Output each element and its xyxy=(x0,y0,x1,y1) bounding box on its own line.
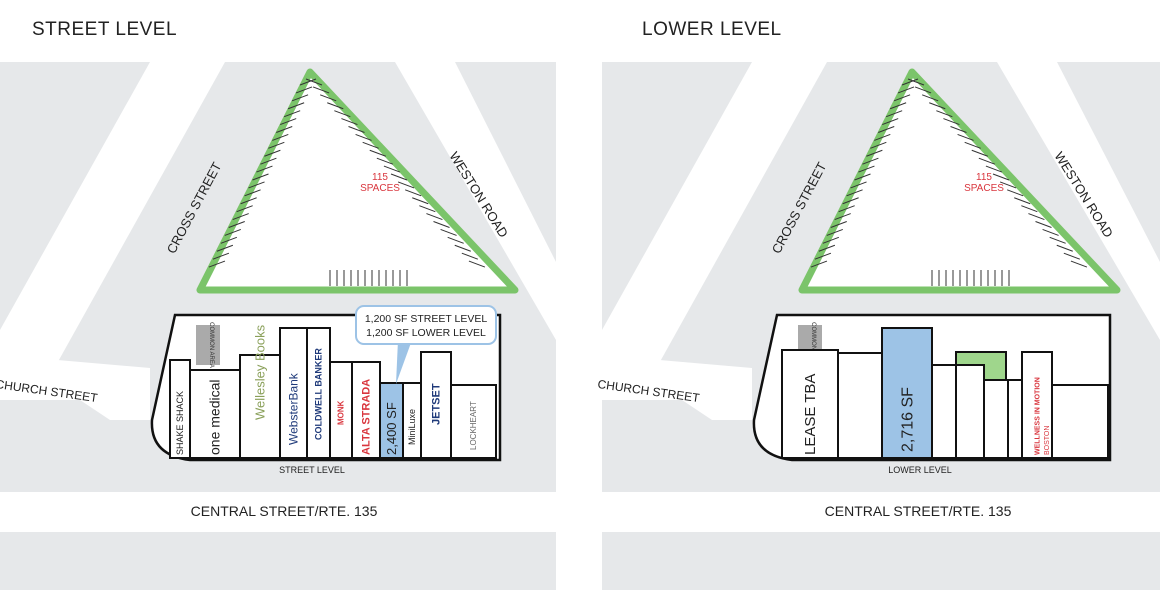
parking-lot xyxy=(196,68,519,294)
parking-label: SPACES xyxy=(964,183,1004,194)
store-wellesley-books-label: Wellesley Books xyxy=(252,324,267,420)
parking-stalls xyxy=(208,78,486,286)
store-jetset-label: JETSET xyxy=(431,383,443,425)
store-unit[interactable] xyxy=(983,379,1009,459)
store-one-medical[interactable] xyxy=(189,369,241,459)
store-unit[interactable] xyxy=(931,364,957,459)
store-shake-shack-label: SHAKE SHACK xyxy=(175,391,185,455)
weston-road-road xyxy=(997,62,1160,340)
store-unit[interactable] xyxy=(1051,384,1109,459)
parking-stalls xyxy=(810,78,1088,286)
store-webster-bank-label: WebsterBank xyxy=(287,372,301,445)
street-level-title: STREET LEVEL xyxy=(32,19,178,40)
cross-street-road xyxy=(0,62,225,385)
common-area-label: COMMON AREA xyxy=(208,322,214,368)
callout-line-1: 1,200 SF STREET LEVEL xyxy=(365,313,488,325)
callout-line-2: 1,200 SF LOWER LEVEL xyxy=(366,327,486,339)
street-level-map: 115 SPACES CROSS STREET WESTON ROAD CHUR… xyxy=(0,62,556,590)
store-wellness-in-motion[interactable] xyxy=(1021,351,1053,459)
store-unit[interactable] xyxy=(1007,379,1023,459)
level-label: STREET LEVEL xyxy=(279,465,345,475)
common-area-label: COMMON AREA xyxy=(810,322,816,368)
lower-level-map: 115 SPACES CROSS STREET WESTON ROAD CHUR… xyxy=(597,62,1160,590)
parking-label: SPACES xyxy=(360,183,400,194)
store-lease-tba[interactable] xyxy=(781,349,839,459)
parking-count: 115 xyxy=(976,172,992,183)
wellness-boston-label: BOSTON xyxy=(1044,426,1051,455)
weston-road-road xyxy=(395,62,556,340)
store-webster-bank[interactable] xyxy=(279,327,308,459)
central-street-road xyxy=(0,492,556,532)
store-jetset[interactable] xyxy=(420,351,452,459)
parking-count: 115 xyxy=(372,172,388,183)
store-alta-strada-label: ALTA STRADA xyxy=(361,379,373,455)
available-unit-2400sf-label: 2,400 SF xyxy=(384,402,399,455)
cross-street-road xyxy=(602,62,827,385)
store-lockheart-label: LOCKHEART xyxy=(469,401,478,450)
lower-level-title: LOWER LEVEL xyxy=(642,19,782,40)
common-area xyxy=(196,325,220,365)
central-street-label: CENTRAL STREET/RTE. 135 xyxy=(825,503,1012,519)
store-monk-label: MONK xyxy=(337,400,346,425)
church-street-road xyxy=(0,355,150,420)
store-unit[interactable] xyxy=(955,364,985,459)
store-one-medical-label: one medical xyxy=(207,380,223,456)
level-label: LOWER LEVEL xyxy=(888,465,952,475)
store-unit[interactable] xyxy=(837,352,883,459)
central-street-label: CENTRAL STREET/RTE. 135 xyxy=(191,503,378,519)
callout: 1,200 SF STREET LEVEL 1,200 SF LOWER LEV… xyxy=(355,305,497,384)
store-lockheart[interactable] xyxy=(450,384,497,459)
store-miniluxe-label: MiniLuxe xyxy=(407,409,417,445)
parking-lot xyxy=(798,68,1121,294)
store-coldwell-banker-label: COLDWELL BANKER xyxy=(314,348,324,440)
central-street-road xyxy=(602,492,1160,532)
available-unit-2716sf[interactable] xyxy=(881,327,933,459)
church-street-road xyxy=(602,355,752,420)
store-wellness-in-motion-label: WELLNESS IN MOTION xyxy=(1034,377,1041,455)
available-unit-2716sf-label: 2,716 SF xyxy=(899,387,916,452)
store-lease-tba-label: LEASE TBA xyxy=(802,374,819,455)
store-wellesley-books[interactable] xyxy=(239,354,281,459)
